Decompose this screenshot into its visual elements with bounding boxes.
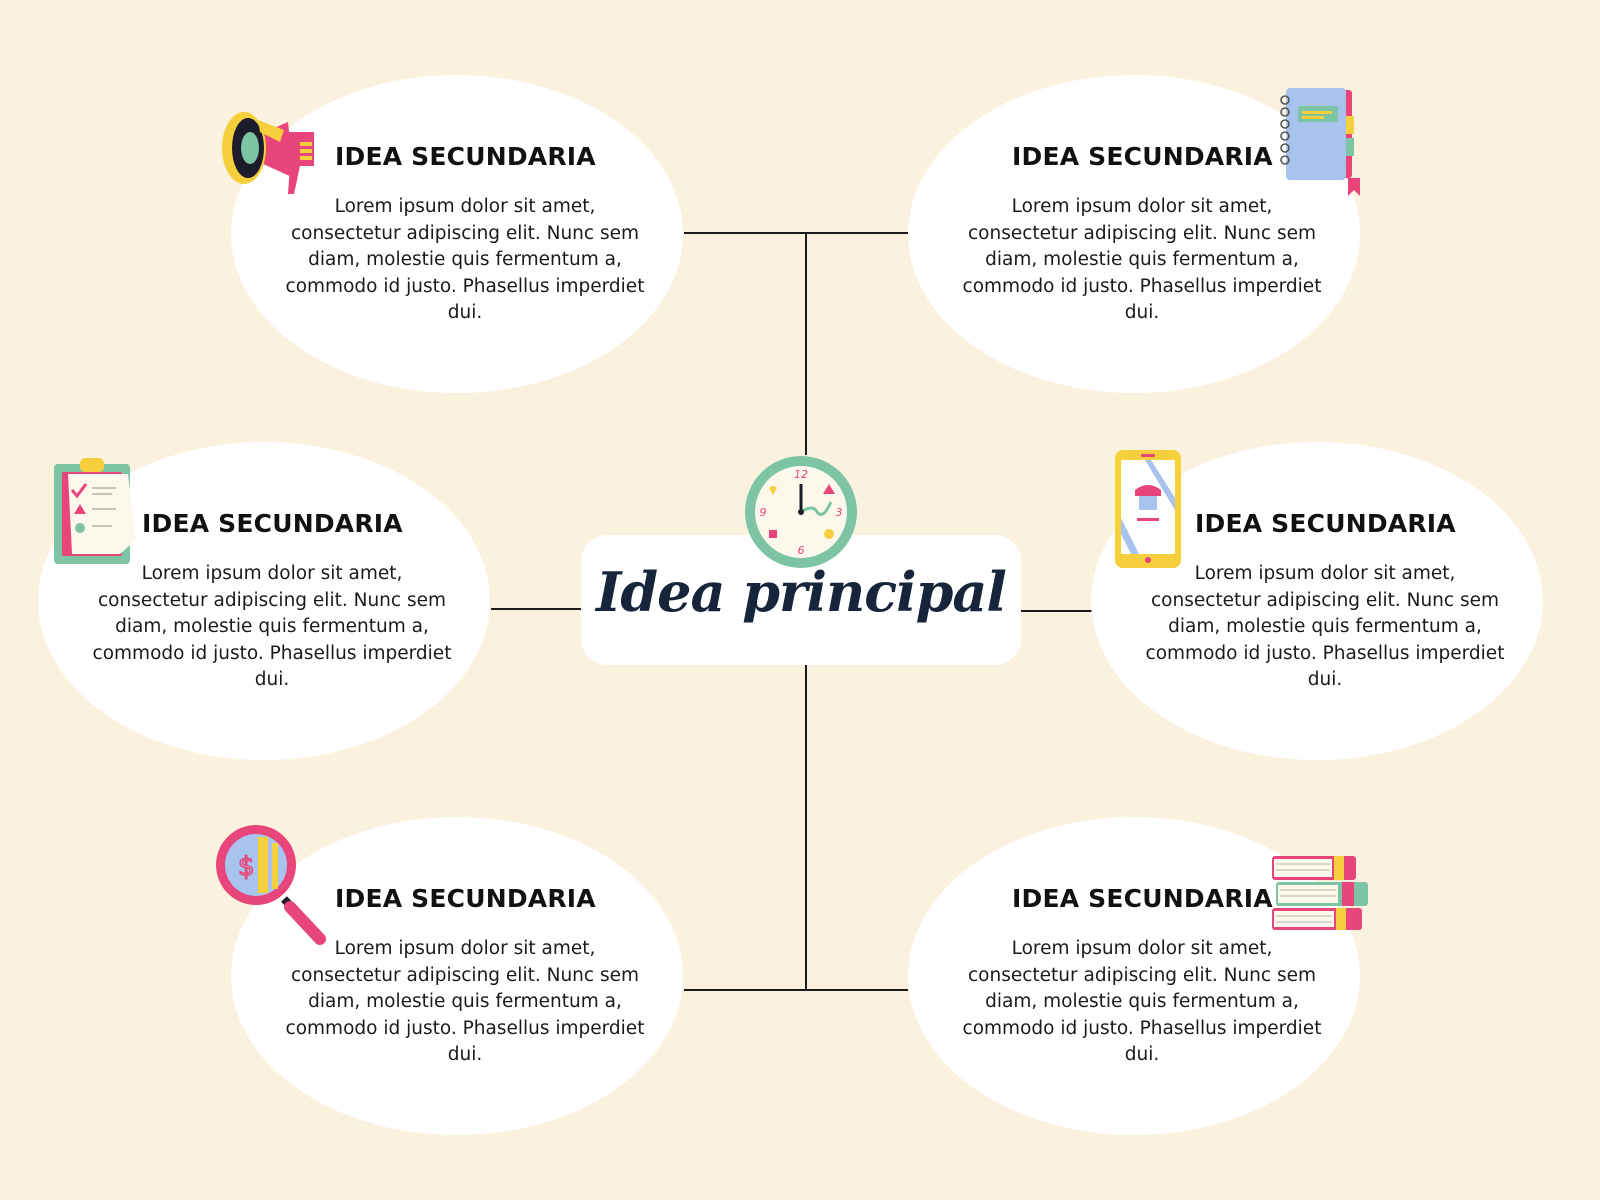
idea-title: IDEA SECUNDARIA bbox=[1012, 884, 1273, 913]
megaphone-icon bbox=[222, 112, 314, 194]
idea-text: Lorem ipsum dolor sit amet, consectetur … bbox=[1145, 563, 1505, 690]
idea-bubble bbox=[231, 75, 683, 393]
idea-text: Lorem ipsum dolor sit amet, consectetur … bbox=[285, 196, 645, 323]
svg-text:$: $ bbox=[238, 852, 255, 882]
idea-title: IDEA SECUNDARIA bbox=[335, 142, 596, 171]
svg-text:12: 12 bbox=[794, 468, 808, 481]
idea-text: Lorem ipsum dolor sit amet, consectetur … bbox=[285, 938, 645, 1065]
svg-text:6: 6 bbox=[798, 544, 805, 557]
idea-title: IDEA SECUNDARIA bbox=[1012, 142, 1273, 171]
notebook-icon bbox=[1280, 88, 1360, 196]
clipboard-icon bbox=[54, 458, 136, 564]
idea-text: Lorem ipsum dolor sit amet, consectetur … bbox=[962, 196, 1322, 323]
svg-text:3: 3 bbox=[836, 506, 843, 519]
svg-text:9: 9 bbox=[760, 506, 767, 519]
magnifying-glass-icon: $ bbox=[216, 825, 326, 945]
idea-title: IDEA SECUNDARIA bbox=[335, 884, 596, 913]
smartphone-icon bbox=[1115, 450, 1181, 568]
idea-text: Lorem ipsum dolor sit amet, consectetur … bbox=[92, 563, 452, 690]
central-idea-title: Idea principal bbox=[596, 560, 1007, 624]
idea-text: Lorem ipsum dolor sit amet, consectetur … bbox=[962, 938, 1322, 1065]
idea-title: IDEA SECUNDARIA bbox=[142, 509, 403, 538]
idea-title: IDEA SECUNDARIA bbox=[1195, 509, 1456, 538]
idea-bubble bbox=[231, 817, 683, 1135]
books-icon bbox=[1272, 856, 1368, 930]
clock-icon: 12 3 6 9 bbox=[745, 456, 857, 568]
